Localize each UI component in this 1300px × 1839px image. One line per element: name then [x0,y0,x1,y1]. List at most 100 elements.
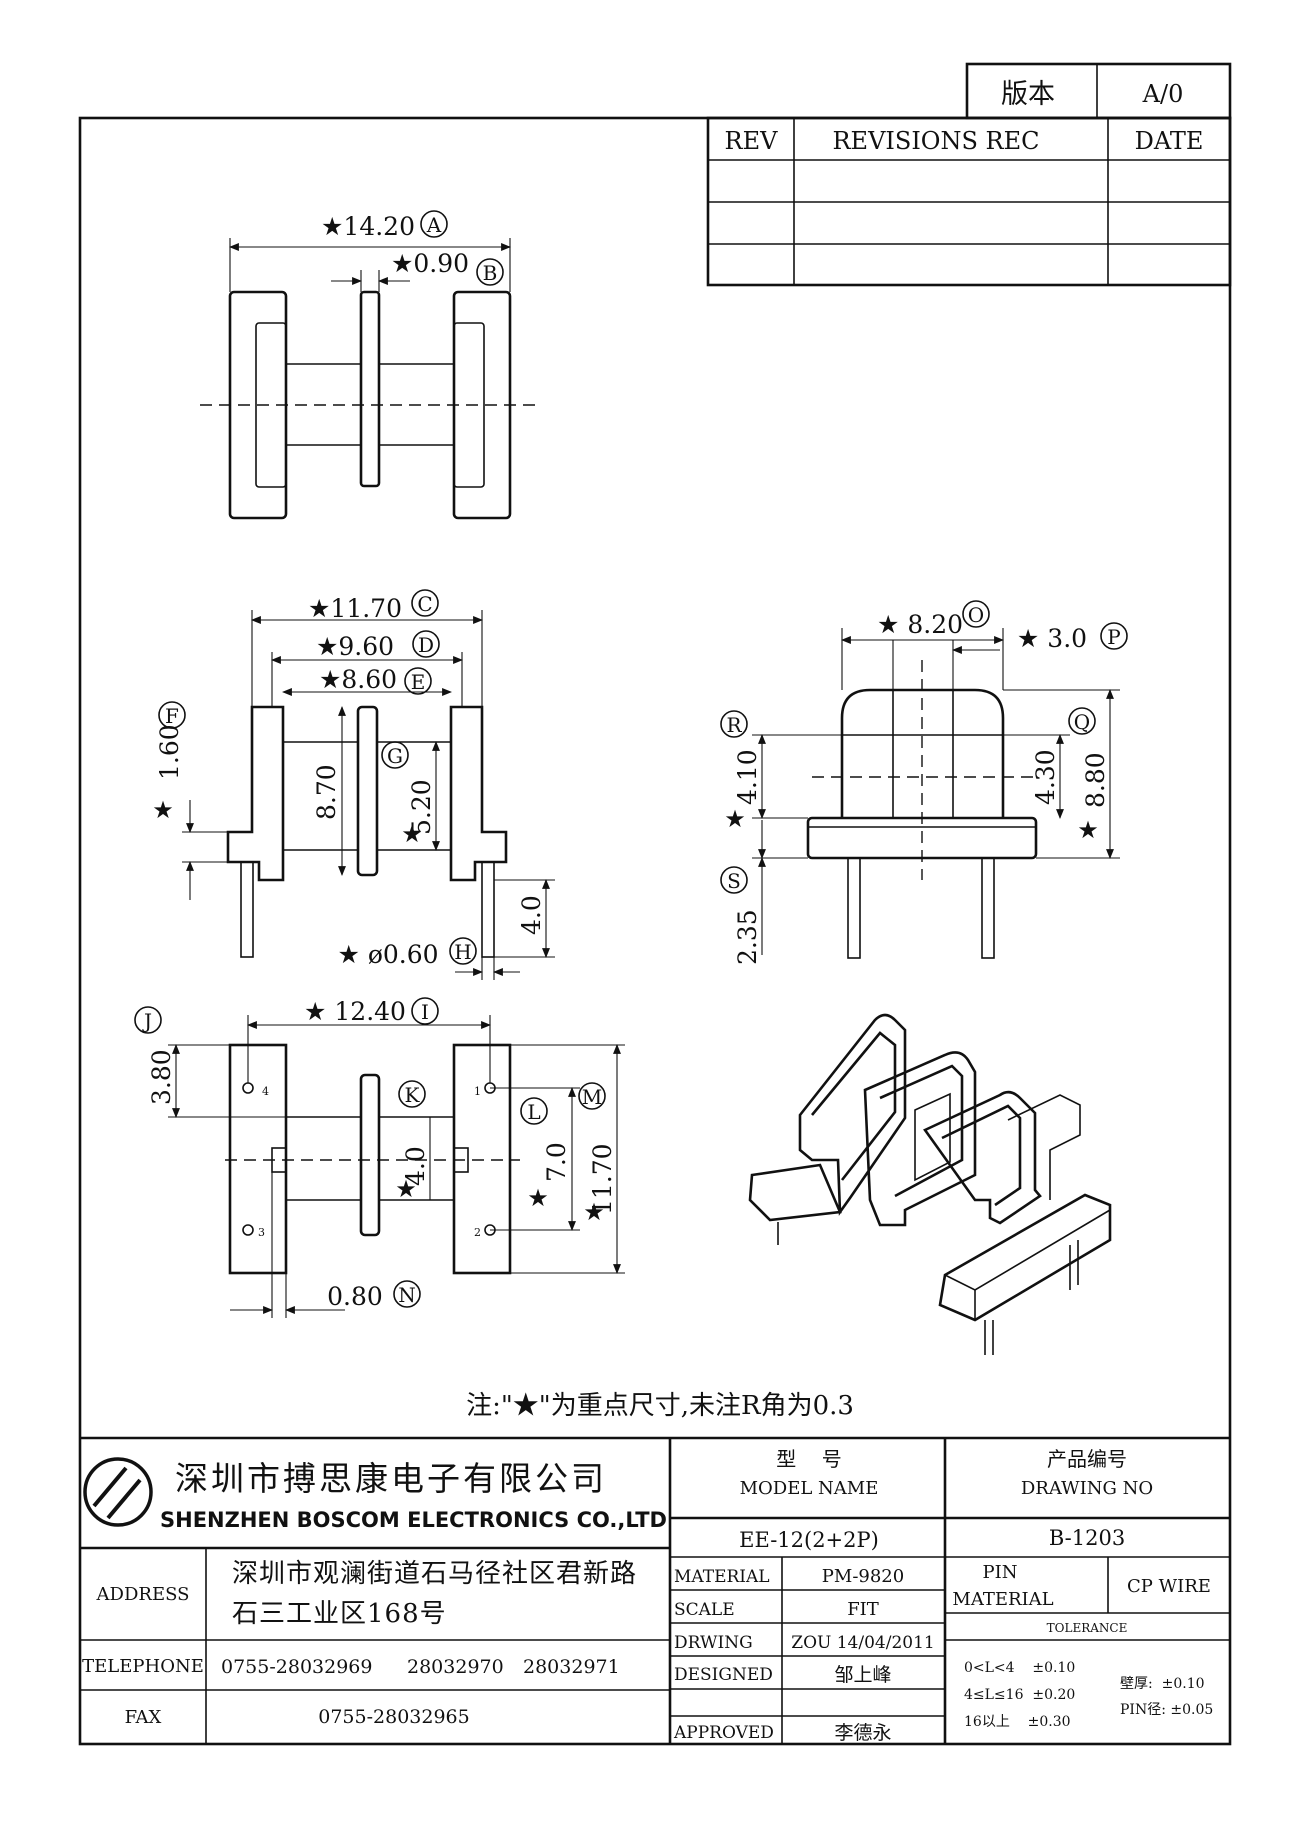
star-icon: ★ [583,1198,605,1226]
dim-q-tag: Q [1074,710,1090,734]
dim-j-tag: J [142,1009,152,1033]
rev-header: REV [725,127,779,155]
company-name-cn: 深圳市搏思康电子有限公司 [175,1459,607,1498]
address-line-2: 石三工业区168号 [232,1599,447,1629]
dim-p-tag: P [1107,625,1120,649]
dim-o-tag: O [968,603,984,627]
scale-label: SCALE [674,1600,735,1620]
pin-material-value: CP WIRE [1127,1576,1211,1597]
fax-label: FAX [125,1707,162,1728]
dim-k-tag: K [405,1083,421,1107]
star-icon: ★ [724,805,746,833]
svg-text:7.0: 7.0 [542,1142,571,1182]
model-label-cn: 型 号 [776,1447,841,1471]
star-icon: ★ [152,796,174,824]
svg-text:5.20: 5.20 [407,779,436,835]
dim-i-tag: I [421,1000,429,1024]
dim-r-value: 4.10 [733,749,762,805]
approved-value: 李德永 [834,1722,891,1744]
pin-length-value: 4.0 [517,895,546,935]
revisions-rec-header: REVISIONS REC [832,127,1039,155]
dim-d-tag: D [418,633,434,657]
dim-g-tag: G [387,744,403,768]
tolerance-pin-dia: PIN径: ±0.05 [1120,1702,1213,1718]
dim-n-value: 0.80 [327,1282,383,1311]
star-icon: ★ [304,997,326,1026]
tolerance-row-2: 4≤L≤16 ±0.20 [964,1687,1075,1703]
material-value: PM-9820 [822,1566,904,1587]
company-logo [83,1457,153,1527]
star-icon: ★ [1077,816,1099,844]
pin-number-1: 1 [474,1085,481,1098]
designed-value: 邹上峰 [834,1664,891,1686]
dim-m-tag: M [582,1085,602,1109]
dim-q-value: 4.30 [1031,749,1060,805]
designed-label: DESIGNED [674,1665,773,1685]
pin-material-label-1: PIN [983,1562,1018,1583]
scale-value: FIT [847,1599,879,1620]
svg-text:8.80: 8.80 [1081,752,1110,808]
address-line-1: 深圳市观澜街道石马径社区君新路 [232,1559,637,1589]
svg-text:8.70: 8.70 [312,764,341,820]
dim-j-value: 3.80 [147,1049,176,1105]
dim-f-tag: F [165,704,179,728]
total-height-value: 8.80 [1081,752,1110,808]
dim-k-value: 4.0 [401,1146,430,1186]
svg-text:★14.20: ★14.20 [321,212,415,241]
star-icon: ★ [391,249,413,278]
telephone-label: TELEPHONE [82,1656,204,1677]
dim-e-value: 8.60 [341,665,397,694]
tolerance-label: TOLERANCE [1047,1621,1128,1635]
side-height-value: 8.70 [312,764,341,820]
star-icon: ★ [308,594,330,623]
dim-b-value: 0.90 [413,249,469,278]
drwing-label: DRWING [674,1633,753,1653]
diameter-symbol: ø [368,940,383,969]
version-block: 版本 A/0 [965,62,1232,120]
dim-h-tag: H [454,940,471,964]
dim-h-value: 0.60 [383,940,439,969]
telephone-1: 0755-28032969 [221,1656,372,1678]
company-name-en: SHENZHEN BOSCOM ELECTRONICS CO.,LTD [160,1508,667,1532]
svg-text:★9.60: ★9.60 [316,632,394,661]
star-icon: ★ [395,1175,417,1203]
tolerance-wall: 壁厚: ±0.10 [1120,1676,1205,1692]
approved-label: APPROVED [673,1723,774,1743]
dim-s-tag: S [727,869,741,893]
model-value: EE-12(2+2P) [739,1528,879,1552]
date-header: DATE [1135,127,1204,155]
revisions-table: REV REVISIONS REC DATE [706,116,1232,287]
dim-n-tag: N [398,1283,416,1307]
dim-l-tag: L [527,1100,540,1124]
svg-text:0.80: 0.80 [327,1282,383,1311]
dim-a-value: 14.20 [343,212,415,241]
star-icon: ★ [527,1184,549,1212]
drawing-no-label-cn: 产品编号 [1047,1447,1127,1471]
svg-text:2.35: 2.35 [733,909,762,965]
material-label: MATERIAL [674,1567,770,1587]
svg-text:4.30: 4.30 [1031,749,1060,805]
svg-text:4.10: 4.10 [733,749,762,805]
dim-e-tag: E [411,670,426,694]
svg-text:★ 8.20: ★ 8.20 [877,610,963,639]
dim-m-value: 11.70 [588,1143,617,1215]
star-icon: ★ [316,632,338,661]
dim-p-value: 3.0 [1047,624,1087,653]
pin-number-4: 4 [262,1085,269,1098]
drawing-frame [78,116,1232,1746]
side-view: ★ 8.20 O ★ 3.0 P 4.30 Q 8.80 ★ R 4.10 ★ [720,600,1128,965]
star-icon: ★ [319,665,341,694]
svg-text:★11.70: ★11.70 [308,594,402,623]
star-icon: ★ [401,820,423,848]
model-label-en: MODEL NAME [740,1478,879,1499]
dim-l-value: 7.0 [542,1142,571,1182]
dim-c-tag: C [417,592,432,616]
star-icon: ★ [1017,624,1039,653]
drawing-no-label-en: DRAWING NO [1021,1478,1153,1499]
version-value: A/0 [1142,80,1184,108]
svg-text:11.70: 11.70 [588,1143,617,1215]
pin-number-3: 3 [258,1226,265,1239]
top-view: ★14.20 A ★0.90 B [200,210,540,520]
front-view: ★11.70 C ★9.60 D ★8.60 E F 1.60 ★ 8.70 G… [152,589,555,980]
